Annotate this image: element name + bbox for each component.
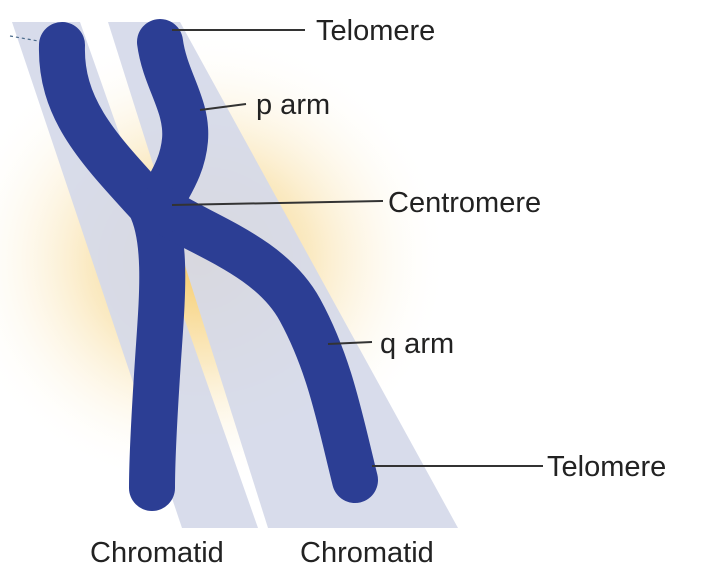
centromere-junction — [132, 186, 188, 234]
label-chromatid-left: Chromatid — [90, 537, 224, 569]
label-p-arm: p arm — [256, 89, 330, 121]
label-centromere: Centromere — [388, 187, 541, 219]
label-chromatid-right: Chromatid — [300, 537, 434, 569]
label-telomere-bottom: Telomere — [547, 451, 666, 483]
label-q-arm: q arm — [380, 328, 454, 360]
label-telomere-top: Telomere — [316, 15, 435, 47]
